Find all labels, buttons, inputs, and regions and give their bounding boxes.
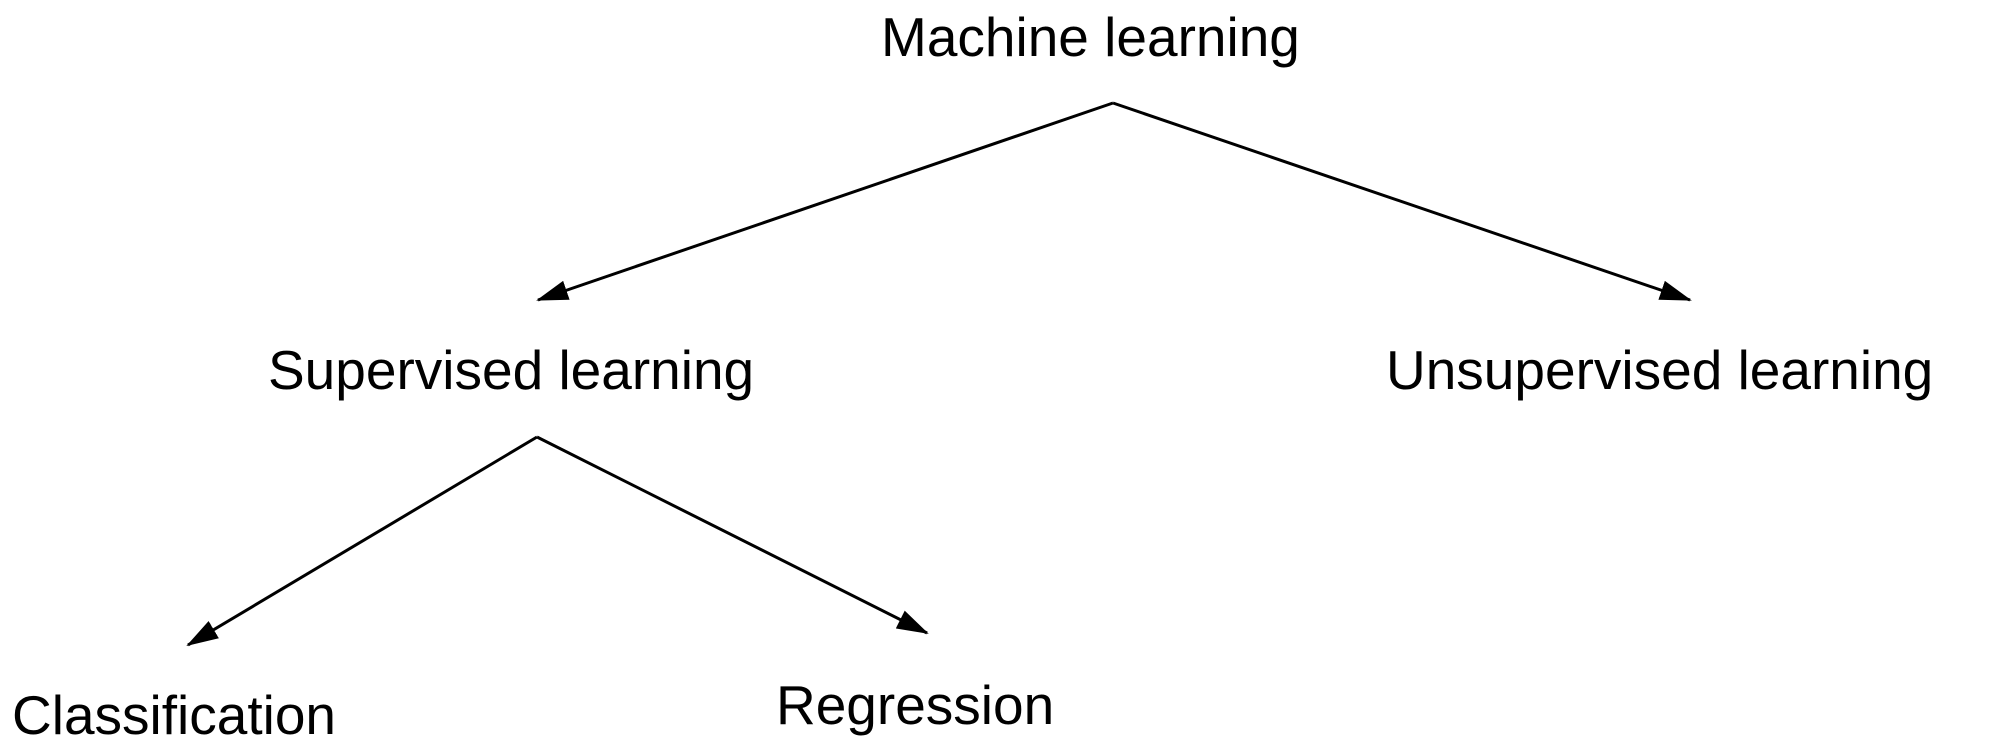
edge-root-to-unsupervised bbox=[1112, 101, 1692, 302]
edge-root-to-supervised bbox=[536, 101, 1114, 302]
node-regression: Regression bbox=[776, 674, 1055, 736]
node-unsupervised-learning: Unsupervised learning bbox=[1386, 339, 1934, 401]
edge-supervised-to-regression bbox=[536, 435, 929, 635]
node-supervised-learning: Supervised learning bbox=[268, 339, 755, 401]
node-classification: Classification bbox=[12, 684, 337, 746]
node-machine-learning: Machine learning bbox=[881, 6, 1300, 68]
edge-supervised-to-classification bbox=[186, 435, 538, 647]
